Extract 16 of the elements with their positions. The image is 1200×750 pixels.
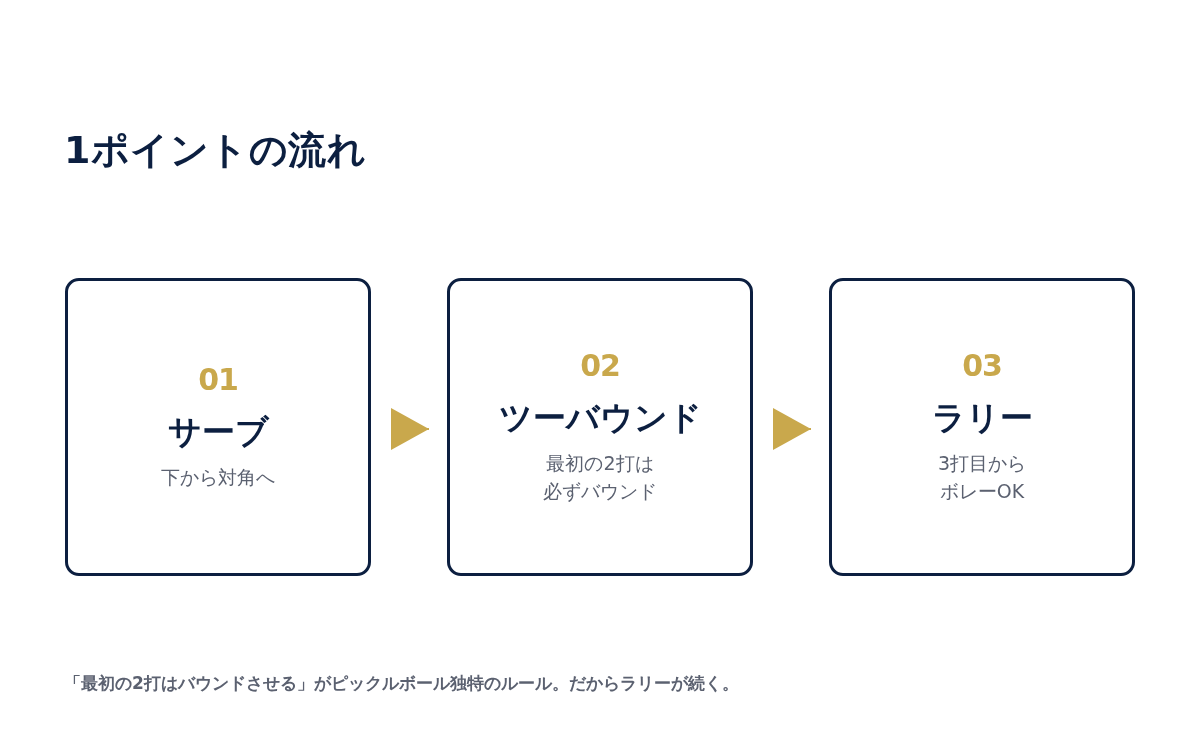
arrow: [772, 408, 812, 450]
step-card: [829, 278, 1135, 576]
step-description: 3打目からボレーOK: [936, 451, 1028, 505]
step-title: ツーバウンド: [498, 397, 702, 438]
step-number: 03: [962, 348, 1002, 382]
arrow: [390, 408, 430, 450]
step-number: 02: [580, 348, 620, 382]
step-card: [65, 278, 371, 576]
step-description: 下から対角へ: [161, 465, 275, 491]
caption-text: 「最初の2打はバウンドさせる」がピックルボール独特のルール。だからラリーが続く。: [64, 672, 739, 695]
step-card: [447, 278, 753, 576]
page-title: 1ポイントの流れ: [64, 128, 367, 174]
step-description: 最初の2打は必ずバウンド: [542, 451, 658, 505]
step-title: ラリー: [931, 397, 1033, 438]
step-title: サーブ: [167, 411, 269, 452]
step-number: 01: [198, 362, 238, 396]
